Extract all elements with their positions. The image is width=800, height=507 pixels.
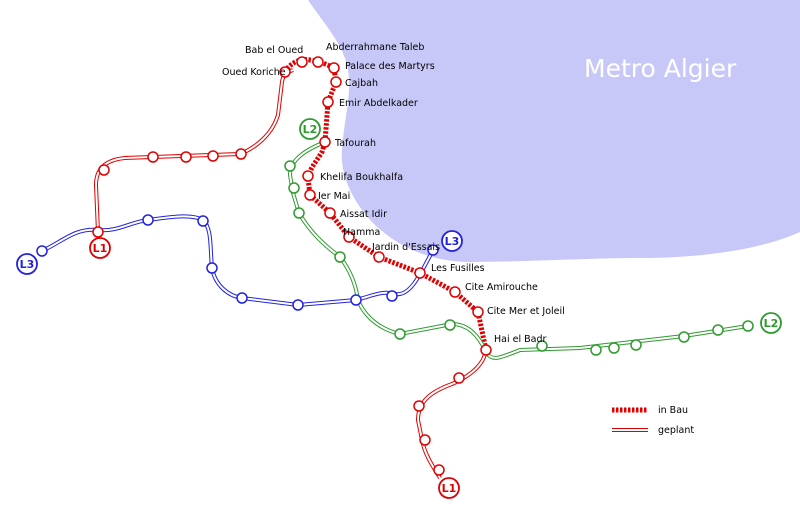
badge-l2-north[interactable]: L2 (299, 118, 321, 140)
station-marker[interactable] (197, 215, 209, 227)
badge-l1-south-text: L1 (442, 482, 457, 495)
station-marker[interactable] (742, 320, 754, 332)
badge-l1-west-text: L1 (93, 242, 108, 255)
station-marker[interactable] (712, 324, 724, 336)
station-label[interactable]: Jardin d'Essais (371, 242, 440, 253)
station-label[interactable]: Tafourah (334, 138, 376, 149)
station-marker[interactable] (324, 207, 336, 219)
station-marker[interactable] (304, 189, 316, 201)
station-marker[interactable] (330, 76, 342, 88)
station-marker[interactable] (322, 96, 334, 108)
station-marker[interactable] (630, 339, 642, 351)
station-marker[interactable] (284, 160, 296, 172)
l2-stations (284, 160, 754, 356)
station-marker[interactable] (206, 262, 218, 274)
station-label[interactable]: Cite Amirouche (465, 282, 538, 293)
badge-l2-east-text: L2 (764, 317, 779, 330)
station-marker[interactable] (302, 170, 314, 182)
station-label[interactable]: Cajbah (345, 78, 378, 89)
station-label[interactable]: Abderrahmane Taleb (326, 42, 424, 53)
station-marker[interactable] (350, 294, 362, 306)
station-marker[interactable] (328, 62, 340, 74)
station-marker[interactable] (236, 292, 248, 304)
legend-under-construction-label: in Bau (658, 405, 688, 416)
station-label[interactable]: Ier Mai (318, 191, 350, 202)
station-marker[interactable] (590, 344, 602, 356)
station-marker[interactable] (419, 434, 431, 446)
station-marker[interactable] (142, 214, 154, 226)
station-marker[interactable] (449, 286, 461, 298)
legend-planned-label: geplant (658, 425, 694, 436)
badge-l2-east[interactable]: L2 (760, 312, 782, 334)
station-marker[interactable] (292, 299, 304, 311)
station-marker[interactable] (312, 56, 324, 68)
station-marker[interactable] (334, 251, 346, 263)
badge-l3-east[interactable]: L3 (441, 230, 463, 252)
legend: in Bau geplant (612, 405, 694, 436)
line-inner (94, 69, 294, 233)
line-inner (416, 349, 487, 479)
station-marker[interactable] (453, 372, 465, 384)
station-marker[interactable] (678, 331, 690, 343)
station-marker[interactable] (36, 245, 48, 257)
badge-l3-west-text: L3 (20, 258, 35, 271)
station-marker[interactable] (343, 231, 355, 243)
station-label[interactable]: Les Fusilles (431, 263, 485, 274)
badge-l1-south[interactable]: L1 (438, 477, 460, 499)
station-label[interactable]: Palace des Martyrs (345, 61, 435, 72)
station-label[interactable]: Bab el Oued (245, 45, 303, 56)
station-marker[interactable] (293, 207, 305, 219)
station-marker[interactable] (433, 464, 445, 476)
station-marker[interactable] (180, 151, 192, 163)
station-marker[interactable] (288, 182, 300, 194)
badge-l2-north-text: L2 (303, 123, 318, 136)
station-label[interactable]: Aissat Idir (340, 209, 387, 220)
station-marker[interactable] (92, 226, 104, 238)
station-marker[interactable] (98, 164, 110, 176)
map-title: Metro Algier (584, 54, 737, 83)
badge-l3-east-text: L3 (445, 235, 460, 248)
station-marker[interactable] (413, 400, 425, 412)
station-marker[interactable] (427, 244, 439, 256)
station-marker[interactable] (608, 342, 620, 354)
station-marker[interactable] (296, 56, 308, 68)
station-marker[interactable] (373, 251, 385, 263)
station-marker[interactable] (472, 306, 484, 318)
station-label[interactable]: Hai el Badr (494, 334, 546, 345)
station-marker[interactable] (394, 328, 406, 340)
station-marker[interactable] (319, 136, 331, 148)
station-label[interactable]: Khelifa Boukhalfa (320, 172, 403, 183)
station-label[interactable]: Cite Mer et Joleil (487, 306, 565, 317)
badge-l1-west[interactable]: L1 (89, 237, 111, 259)
station-marker[interactable] (279, 66, 291, 78)
l1-stations (92, 56, 492, 476)
station-marker[interactable] (480, 344, 492, 356)
station-marker[interactable] (444, 319, 456, 331)
station-marker[interactable] (207, 150, 219, 162)
badge-l3-west[interactable]: L3 (16, 253, 38, 275)
station-marker[interactable] (386, 290, 398, 302)
station-label[interactable]: Hamma (343, 227, 380, 238)
station-marker[interactable] (414, 267, 426, 279)
sea-area (308, 0, 800, 262)
station-labels: Bab el Oued Abderrahmane Taleb Oued Kori… (222, 42, 565, 345)
station-marker[interactable] (235, 148, 247, 160)
station-label[interactable]: Emir Abdelkader (339, 98, 418, 109)
station-marker[interactable] (147, 151, 159, 163)
line-badges: L1 L1 L2 L2 L3 L3 (16, 118, 782, 499)
station-marker[interactable] (536, 340, 548, 352)
l3-stations (36, 214, 439, 311)
station-label[interactable]: Oued Koriche (222, 67, 286, 78)
